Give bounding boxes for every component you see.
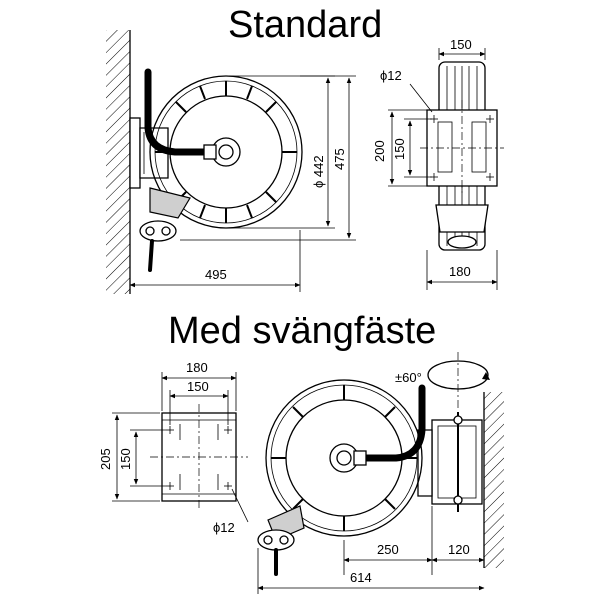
dim-swivel-bracket-width: 180 <box>186 360 208 375</box>
rotation-arrow <box>427 360 489 390</box>
swivel-bracket-view: 180 150 205 150 ϕ12 <box>98 360 249 535</box>
hose-guide-arm <box>149 187 191 219</box>
dim-side-width: 150 <box>450 37 472 52</box>
standard-front-view: 495 ϕ 442 475 <box>106 30 356 294</box>
dim-drum-diameter: ϕ 442 <box>311 155 326 188</box>
dim-height: 475 <box>332 148 347 170</box>
dim-swivel-hole: ϕ12 <box>213 520 235 535</box>
swivel-hose <box>354 384 426 462</box>
title-standard: Standard <box>228 4 383 46</box>
dim-swivel-hole-height: 150 <box>118 448 133 470</box>
dim-swivel-bracket-height: 205 <box>98 448 113 470</box>
swivel-reel-drum <box>265 379 423 537</box>
dim-base-width: 180 <box>449 264 471 279</box>
dim-bracket-hole-spacing: 150 <box>392 138 407 160</box>
wall-bracket <box>129 117 141 189</box>
dim-width: 495 <box>205 267 227 282</box>
hose <box>144 68 216 156</box>
swivel-front-view: ±60° 250 120 614 <box>257 352 504 594</box>
dim-mount-depth: 120 <box>448 542 470 557</box>
dim-swivel-hole-width: 150 <box>187 379 209 394</box>
standard-side-view: 150 ϕ12 200 150 180 <box>372 37 504 290</box>
title-swivel-mount: Med svängfäste <box>168 310 437 352</box>
wall-hatch <box>106 30 130 294</box>
dim-rotation: ±60° <box>395 370 422 385</box>
dim-total-width: 614 <box>350 570 372 585</box>
dim-hole: ϕ12 <box>380 68 402 83</box>
dim-bracket-height: 200 <box>372 140 387 162</box>
dim-reel-offset: 250 <box>377 542 399 557</box>
wall-hatch-right <box>484 392 504 568</box>
